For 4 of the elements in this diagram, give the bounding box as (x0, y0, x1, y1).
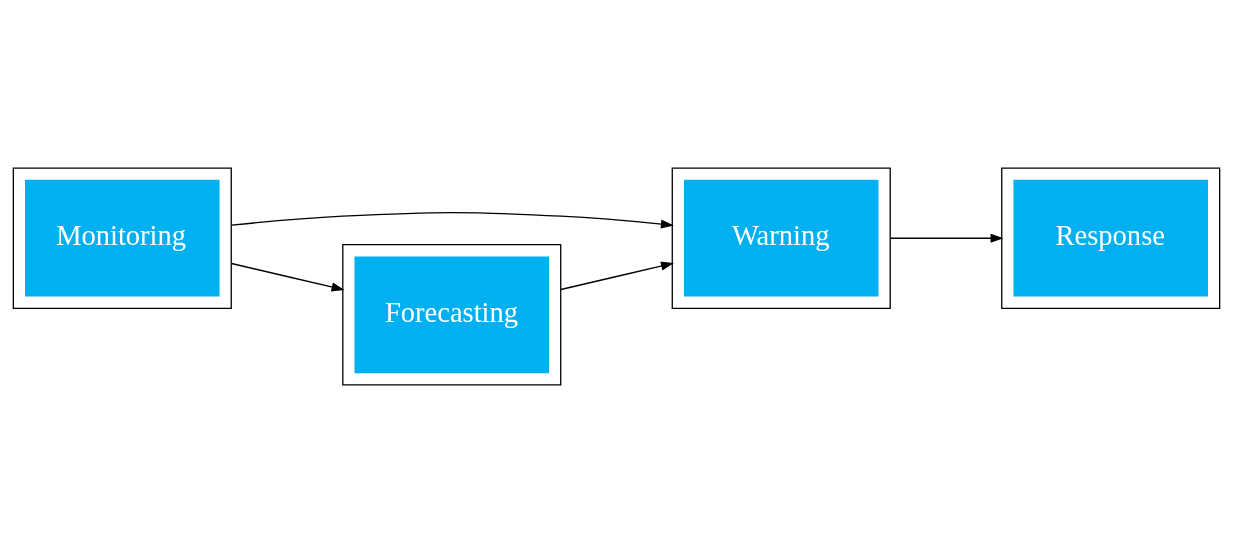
arrow (230, 262, 345, 291)
arrow (889, 233, 1004, 243)
arrow (230, 211, 674, 229)
arrow (560, 261, 675, 290)
